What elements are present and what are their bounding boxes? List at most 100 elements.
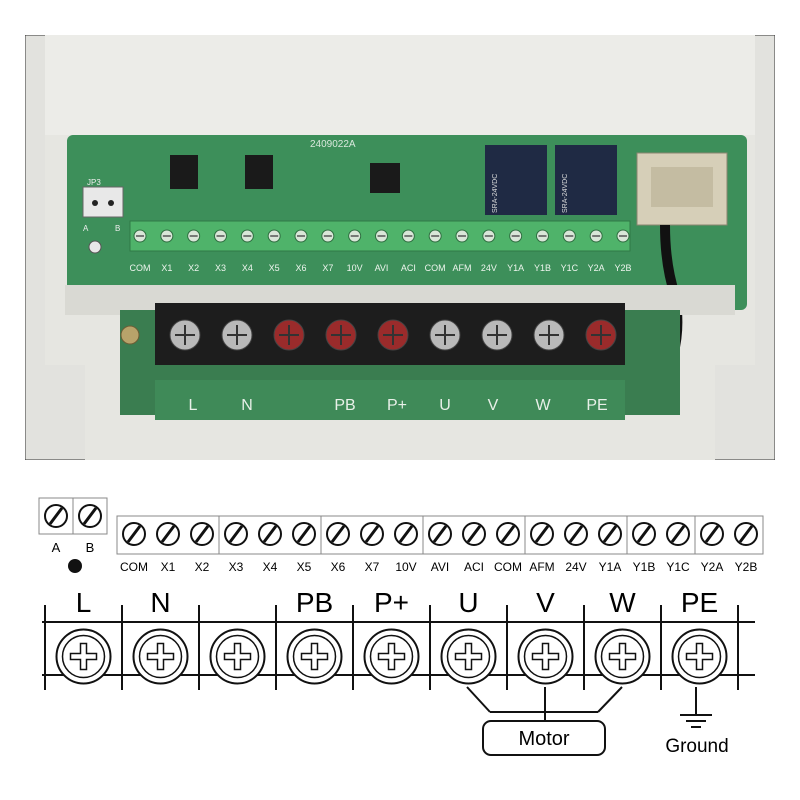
control-terminal-screw (496, 522, 520, 546)
pcb-terminal-screw (562, 229, 576, 243)
control-terminal-screw (734, 522, 758, 546)
power-terminal-screw (377, 319, 409, 351)
pcb-terminal-label: AVI (375, 263, 389, 273)
power-terminal (286, 628, 343, 685)
control-terminal-screw (428, 522, 452, 546)
jumper-block (82, 186, 124, 218)
photo-power-label: N (241, 397, 253, 414)
ic-chip (170, 155, 198, 189)
relay-marking: SRA-24VDC (492, 174, 499, 213)
photo-power-label: W (535, 397, 551, 414)
control-terminal-screw (360, 522, 384, 546)
control-terminal-label: X5 (297, 560, 312, 574)
relay-marking: SRA-24VDC (562, 174, 569, 213)
control-terminal-screw (598, 522, 622, 546)
power-terminal-screw (429, 319, 461, 351)
photo-power-label: L (189, 397, 198, 414)
power-terminal (517, 628, 574, 685)
pcb-terminal-label: X6 (295, 263, 306, 273)
pcb-terminal-label: Y2B (614, 263, 631, 273)
pcb-terminal-screw (455, 229, 469, 243)
pcb-terminal-screw (401, 229, 415, 243)
pcb-terminal-label: Y1A (507, 263, 524, 273)
control-terminal-screw (224, 522, 248, 546)
power-terminal-screw (273, 319, 305, 351)
jumper-screw-a (44, 504, 68, 528)
pcb-terminal-label: ACI (401, 263, 416, 273)
control-terminal-label: Y1A (599, 560, 622, 574)
ic-chip (245, 155, 273, 189)
pcb-terminal-label: Y1C (561, 263, 579, 273)
power-terminal (594, 628, 651, 685)
power-terminal-screw (481, 319, 513, 351)
pcb-terminal-label: Y2A (588, 263, 605, 273)
power-terminal-label: L (76, 587, 92, 618)
pcb-terminal-label: COM (425, 263, 446, 273)
control-terminal-screw (394, 522, 418, 546)
control-terminal-screw (122, 522, 146, 546)
power-terminal (132, 628, 189, 685)
power-terminal-label: P+ (374, 587, 409, 618)
motor-wiring (466, 686, 623, 756)
housing-top (45, 35, 755, 135)
pcb-terminal-label: X1 (161, 263, 172, 273)
power-terminal-screw (325, 319, 357, 351)
control-terminal-label: AFM (529, 560, 554, 574)
pcb-terminal-screw (133, 229, 147, 243)
power-terminal-screw (585, 319, 617, 351)
control-terminal-screw (462, 522, 486, 546)
control-terminal-label: ACI (464, 560, 484, 574)
control-terminal-label: COM (494, 560, 522, 574)
control-terminal-label: X6 (331, 560, 346, 574)
pcb-terminal-screw (616, 229, 630, 243)
pcb-terminal-label: X3 (215, 263, 226, 273)
power-terminal-label: PE (681, 587, 718, 618)
ground-icon (680, 687, 712, 728)
jumper-screw-b (78, 504, 102, 528)
photo-power-label: V (488, 397, 499, 414)
jumper-a: A (83, 224, 89, 233)
relay (555, 145, 617, 215)
pcb-terminal-label: 24V (481, 263, 497, 273)
pcb-terminal-label: X5 (269, 263, 280, 273)
control-terminal-label: COM (120, 560, 148, 574)
jumper-label: JP3 (87, 178, 101, 187)
power-terminal-screw (169, 319, 201, 351)
pcb-terminal-screw (536, 229, 549, 243)
power-terminal-label: N (150, 587, 170, 618)
power-terminal-label: V (536, 587, 555, 618)
control-terminal-screw (190, 522, 214, 546)
pcb-terminal-label: 10V (347, 263, 363, 273)
pcb-terminal-screw (428, 229, 442, 243)
power-terminal (440, 628, 497, 685)
pcb-terminal-screw (187, 229, 201, 243)
pcb-terminal-screw (482, 229, 496, 243)
control-terminal-label: Y2B (735, 560, 758, 574)
control-terminal-label: 10V (395, 560, 416, 574)
product-photo: 2409022A JP3 A B SRA-24VDC SRA-24VDC COM… (25, 35, 775, 460)
pcb-terminal-screw (240, 229, 254, 243)
control-terminal-label: 24V (565, 560, 586, 574)
power-terminal-screw (533, 319, 565, 351)
relay (485, 145, 547, 215)
ground-label: Ground (665, 736, 728, 757)
power-terminal (55, 628, 112, 685)
ic-chip (370, 163, 400, 193)
motor-label: Motor (518, 728, 569, 750)
control-terminal-label: X1 (161, 560, 176, 574)
control-terminal-label: AVI (431, 560, 449, 574)
control-terminal-screw (666, 522, 690, 546)
control-terminal-label: X3 (229, 560, 244, 574)
board-id: 2409022A (310, 139, 356, 150)
control-terminal-label: X4 (263, 560, 278, 574)
control-terminal-screw (564, 522, 588, 546)
control-terminal-screw (632, 522, 656, 546)
pcb-terminal-label: X4 (242, 263, 253, 273)
control-terminal-screw (156, 522, 180, 546)
control-terminal-label: Y1B (633, 560, 656, 574)
pcb-terminal-screw (214, 229, 227, 243)
control-terminal-label: Y2A (701, 560, 724, 574)
jumper-label-b: B (86, 540, 95, 555)
pcb-terminal-label: X2 (188, 263, 199, 273)
control-terminal-label: X2 (195, 560, 210, 574)
